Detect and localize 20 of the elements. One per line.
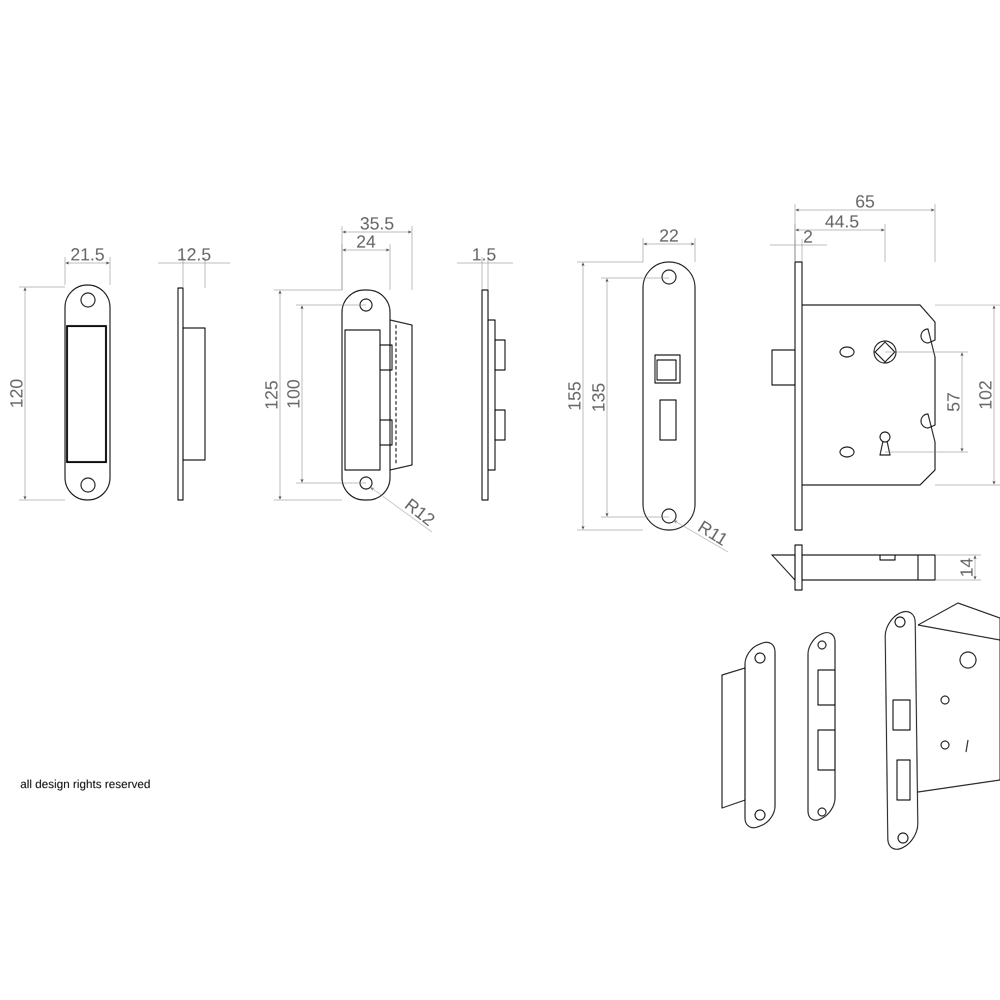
dimension-label: 2 <box>804 230 812 243</box>
dimension-label: 57 <box>947 393 960 412</box>
dimension-label: 22 <box>660 229 678 242</box>
dimension-label: 14 <box>960 558 973 576</box>
dimension-label: 155 <box>568 382 581 410</box>
dimension-label: 24 <box>357 235 376 248</box>
dimension-label: 65 <box>856 195 874 208</box>
dimension-label: 35.5 <box>360 217 394 230</box>
dimension-label: 44.5 <box>825 215 858 228</box>
dimension-label: 135 <box>592 384 605 411</box>
dimension-label: R12 <box>404 498 434 526</box>
dimension-label: 120 <box>10 380 23 407</box>
copyright-note: all design rights reserved <box>20 780 150 790</box>
dimension-label: R11 <box>698 520 726 546</box>
dimension-label: 12.5 <box>178 248 210 261</box>
dimension-label: 1.5 <box>473 248 496 261</box>
dimension-label: 21.5 <box>71 248 104 261</box>
dimension-label: 102 <box>979 381 992 408</box>
dimension-label: 100 <box>287 380 300 408</box>
dimension-label: 125 <box>265 381 278 408</box>
